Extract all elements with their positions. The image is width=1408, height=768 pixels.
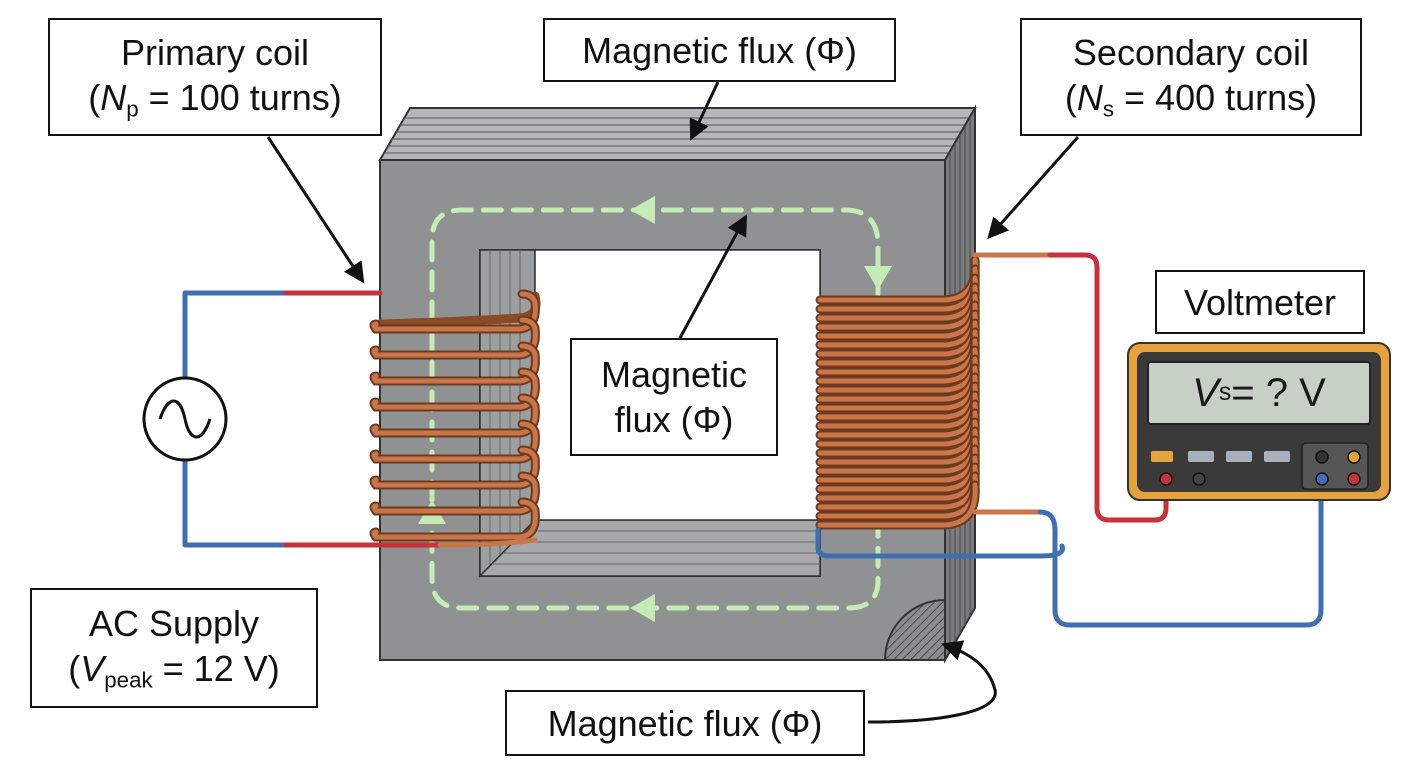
flux-bottom-label: Magnetic flux (Φ): [505, 690, 865, 756]
core-top-face: [378, 107, 977, 161]
flux-arrowhead-right: [864, 266, 892, 290]
flux-arrowhead-top: [630, 196, 655, 224]
ac-supply-voltage: (Vpeak = 12 V): [68, 648, 280, 693]
voltmeter-title: Voltmeter: [1183, 281, 1337, 323]
flux-arrowhead-bottom: [630, 594, 655, 622]
sec-top-wire-red: [1047, 252, 1169, 523]
arrow-flux-center: [678, 214, 748, 339]
flux-center-text-2: flux (Φ): [614, 399, 734, 440]
primary-coil-turns: [369, 289, 540, 542]
arrow-flux-bottom: [867, 640, 997, 724]
sec-inner-lead-blue: [815, 527, 1065, 559]
voltmeter-button-2: [1226, 451, 1252, 462]
ac-source: [142, 376, 228, 462]
primary-lead-out: [437, 537, 538, 548]
voltmeter-button-1: [1188, 451, 1214, 462]
secondary-coil-label: Secondary coil (Ns = 400 turns): [1020, 18, 1362, 136]
voltmeter-jack-blue: [1315, 472, 1329, 486]
voltmeter-jack-black: [1315, 450, 1329, 464]
secondary-coil-title: Secondary coil: [1072, 32, 1310, 74]
sine-wave-icon: [158, 399, 212, 439]
flux-top-label: Magnetic flux (Φ): [543, 18, 896, 82]
flux-center-text-1: Magnetic: [600, 354, 748, 395]
ac-top-wire-blue: [182, 290, 289, 381]
sec-bottom-wire-blue: [1037, 477, 1324, 628]
voltmeter-jack-orange: [1347, 450, 1361, 464]
flux-top-text: Magnetic flux (Φ): [582, 29, 857, 71]
secondary-coil-turns: (Ns = 400 turns): [1064, 77, 1318, 122]
voltmeter-label: Voltmeter: [1155, 270, 1365, 334]
primary-coil-turns: (Np = 100 turns): [88, 77, 342, 122]
voltmeter-button-orange: [1151, 451, 1173, 462]
secondary-coil-turns: [815, 255, 980, 530]
arrow-flux-top: [689, 81, 720, 141]
voltmeter-lcd: [1147, 361, 1371, 425]
ac-supply-title: AC Supply: [88, 603, 260, 645]
arrow-secondary-coil: [987, 136, 1080, 240]
primary-coil-label: Primary coil (Np = 100 turns): [48, 18, 382, 136]
ac-bottom-wire-blue: [182, 457, 289, 548]
voltmeter: [1127, 342, 1391, 501]
core-cross-section: [883, 598, 946, 661]
pointer-arrows: [266, 81, 1080, 724]
voltmeter-jack-red: [1159, 472, 1173, 486]
flux-center-label: Magnetic flux (Φ): [570, 338, 778, 456]
arrow-primary-coil: [266, 136, 365, 284]
primary-coil-turn: [371, 499, 538, 540]
secondary-coil-turn: [817, 482, 978, 528]
voltmeter-button-3: [1264, 451, 1290, 462]
flux-bottom-text: Magnetic flux (Φ): [547, 702, 823, 744]
voltmeter-jack-gray: [1192, 472, 1206, 486]
voltmeter-jack-red-2: [1347, 472, 1361, 486]
ac-supply-label: AC Supply (Vpeak = 12 V): [30, 588, 318, 708]
primary-coil-title: Primary coil: [120, 32, 309, 74]
lamination-lines-top: [384, 117, 969, 154]
wires: [182, 252, 1324, 628]
